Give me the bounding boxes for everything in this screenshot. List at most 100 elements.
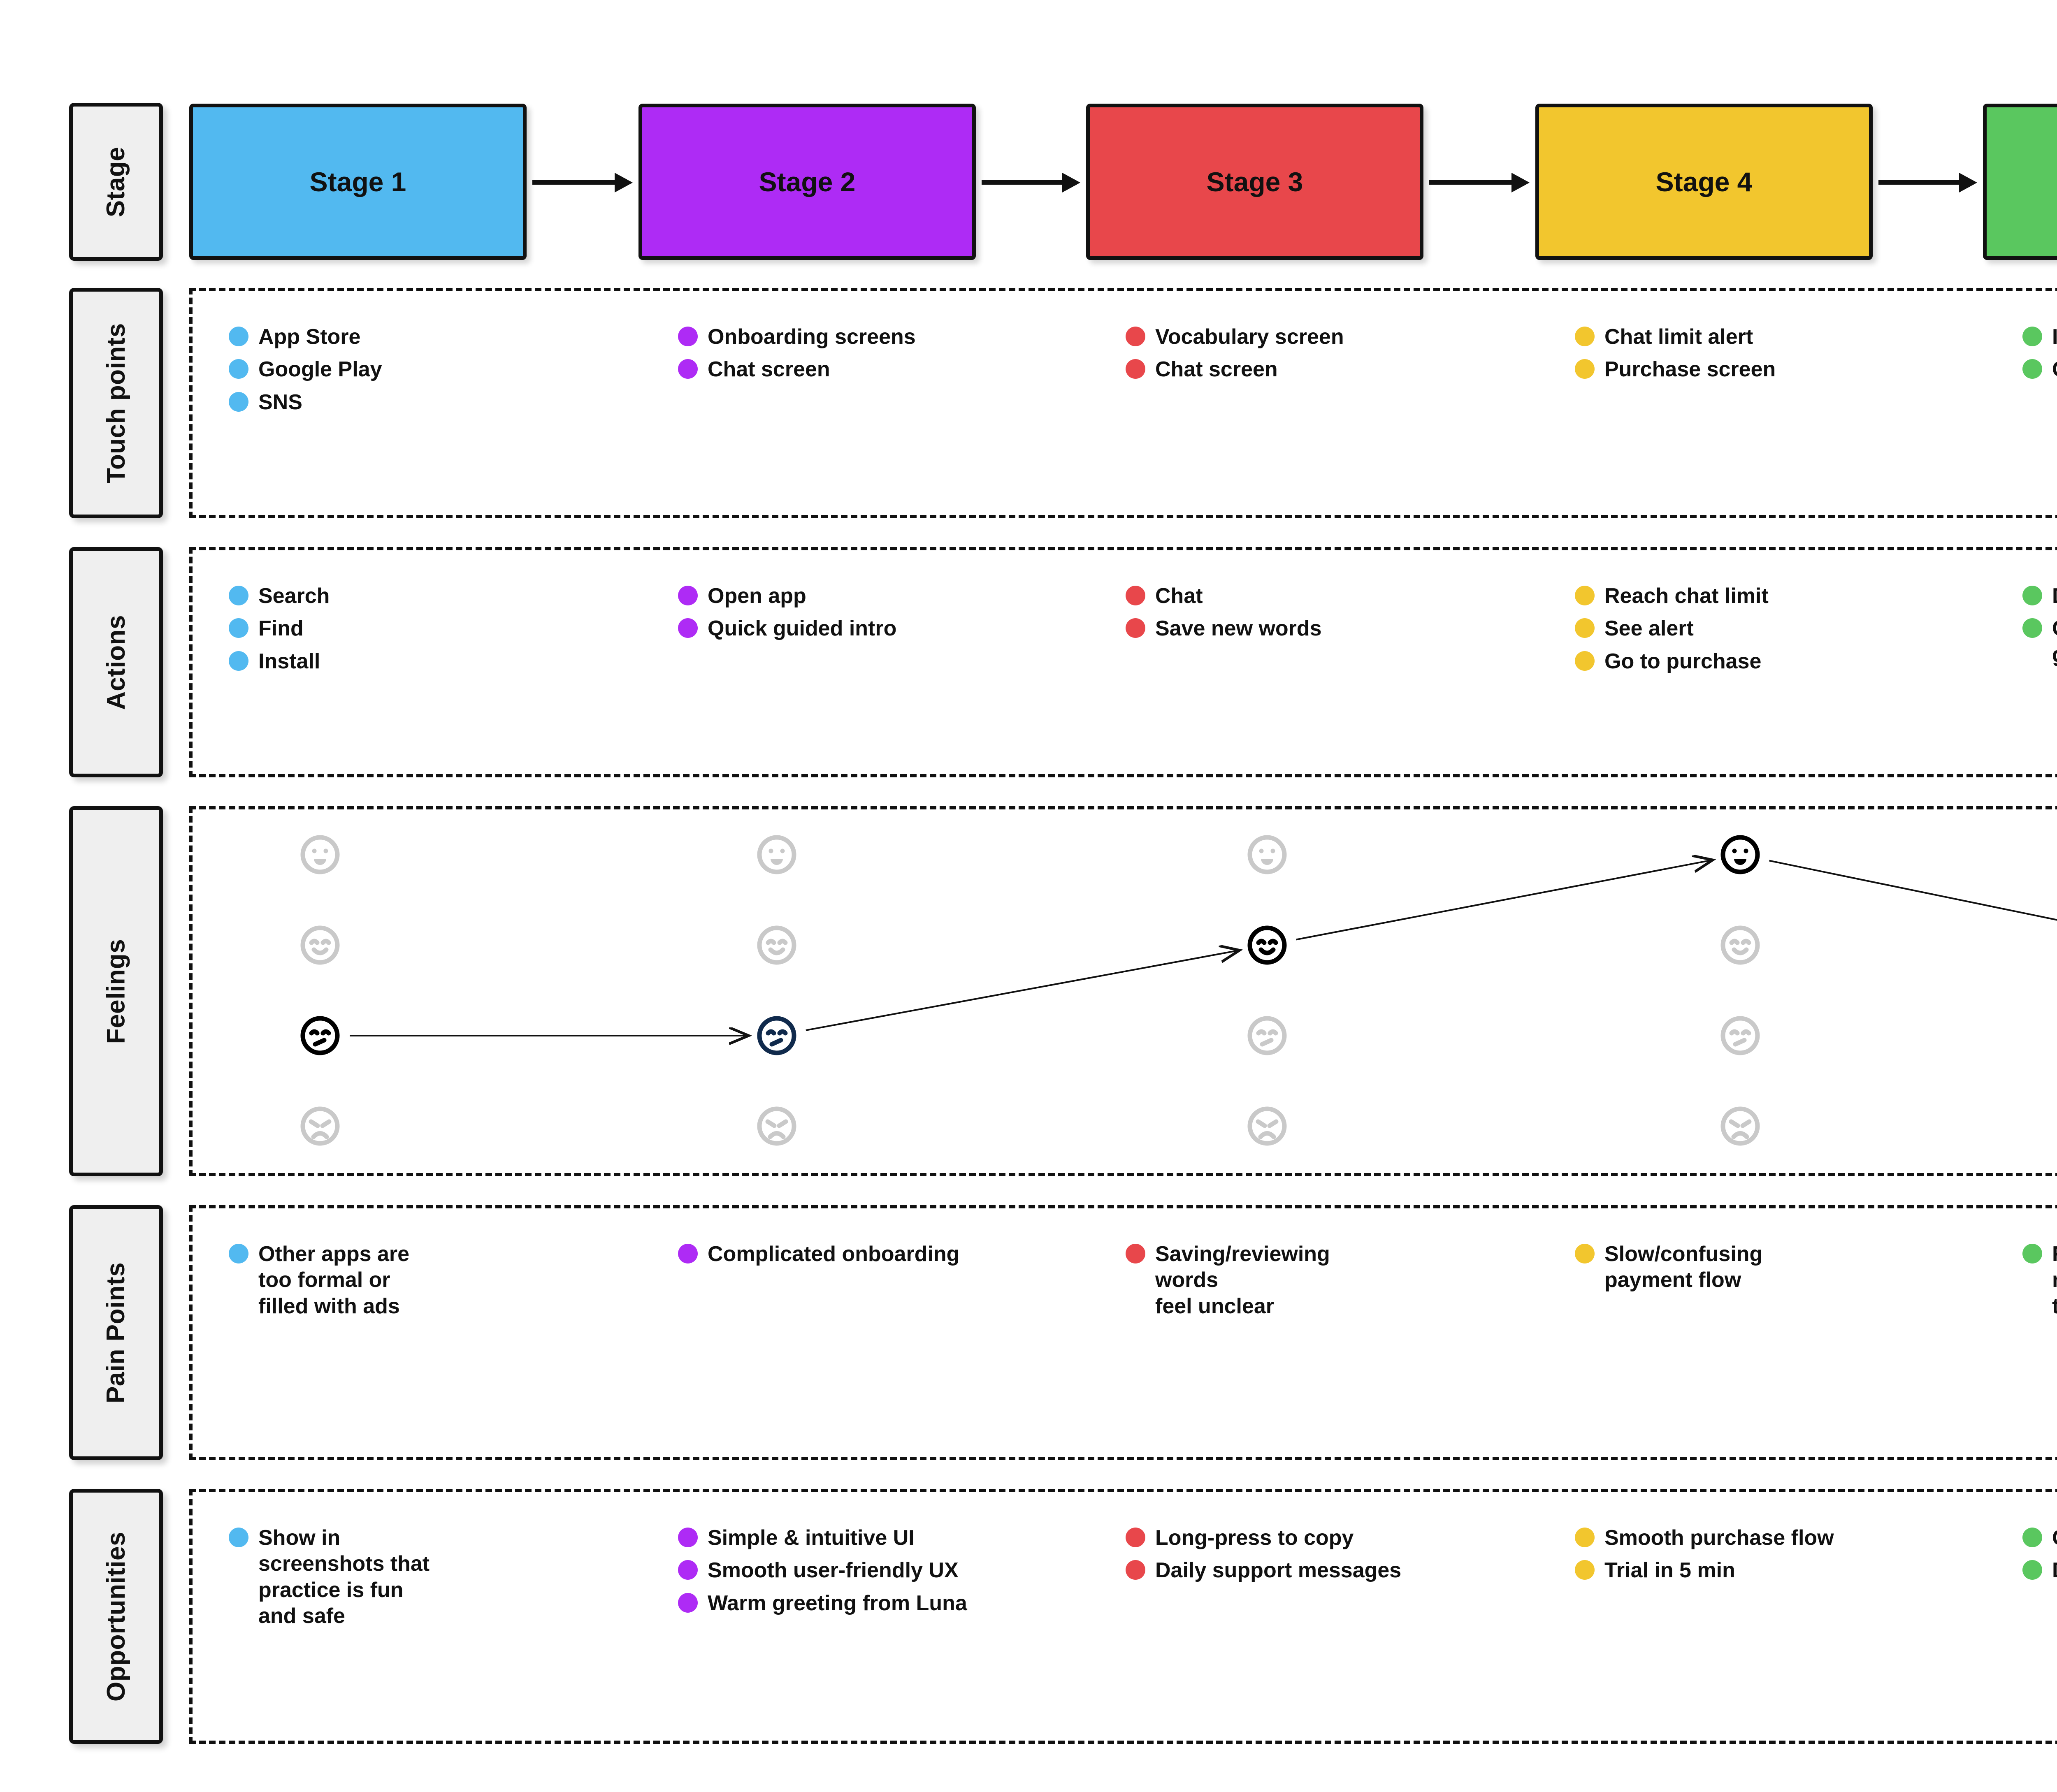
bullet-dot-icon xyxy=(1126,618,1145,638)
list-item[interactable]: Warm greeting from Luna xyxy=(678,1590,1094,1616)
feeling-face-smile-icon[interactable] xyxy=(755,923,799,967)
list-item[interactable]: Go to purchase xyxy=(1575,649,1990,675)
arrow-head-icon xyxy=(1062,173,1080,192)
list-item[interactable]: See alert xyxy=(1575,616,1990,642)
row-label-feelings-text: Feelings xyxy=(102,939,130,1044)
pain-points-cell-stage-1: Other apps are too formal or filled with… xyxy=(229,1241,644,1326)
list-item[interactable]: Daily support messages xyxy=(1126,1558,1541,1583)
panel-pain-points: Other apps are too formal or filled with… xyxy=(189,1205,2057,1460)
list-item[interactable]: Other apps are too formal or filled with… xyxy=(229,1241,644,1319)
list-item[interactable]: Simple & intuitive UI xyxy=(678,1525,1094,1551)
list-item[interactable]: Google Play xyxy=(229,357,644,383)
list-item[interactable]: Search xyxy=(229,583,644,609)
feeling-face-angry-icon[interactable] xyxy=(1245,1104,1289,1148)
list-item[interactable]: App Store xyxy=(229,324,644,350)
list-item-label: Slow/confusing payment flow xyxy=(1604,1242,1763,1292)
stage-box-4[interactable]: Stage 4 xyxy=(1535,104,1873,260)
feeling-face-angry-icon[interactable] xyxy=(1718,1104,1762,1148)
feeling-face-happy-icon[interactable] xyxy=(298,833,342,876)
list-item[interactable]: Daily chat xyxy=(2022,583,2057,609)
list-item[interactable]: Check progress graphs xyxy=(2022,616,2057,668)
list-item-label: Chat xyxy=(1155,584,1203,608)
list-item[interactable]: Slow/confusing payment flow xyxy=(1575,1241,1990,1294)
list-item-label: Onboarding screens xyxy=(708,325,916,349)
list-item-label: Simple & intuitive UI xyxy=(708,1526,915,1550)
list-item-label: Check progress graphs xyxy=(2052,616,2057,668)
list-item[interactable]: Reach chat limit xyxy=(1575,583,1990,609)
list-item-label: Trial in 5 min xyxy=(1604,1558,1735,1583)
feeling-face-neutral-icon[interactable] xyxy=(298,1014,342,1057)
feeling-face-happy-icon[interactable] xyxy=(1718,833,1762,876)
stage-box-label: Stage 2 xyxy=(759,167,856,197)
list-item[interactable]: Gamification xyxy=(2022,1525,2057,1551)
stage-box-2[interactable]: Stage 2 xyxy=(638,104,976,260)
list-item[interactable]: Find xyxy=(229,616,644,642)
bullet-dot-icon xyxy=(678,586,698,605)
bullet-dot-icon xyxy=(1126,1244,1145,1263)
feeling-face-angry-icon[interactable] xyxy=(298,1104,342,1148)
list-item[interactable]: Chat screen xyxy=(678,357,1094,383)
list-item[interactable]: Purchase screen xyxy=(1575,357,1990,383)
bullet-dot-icon xyxy=(2022,1528,2042,1547)
stage-box-1[interactable]: Stage 1 xyxy=(189,104,527,260)
list-item[interactable]: Risk of losing motivation over time xyxy=(2022,1241,2057,1319)
list-item[interactable]: Smooth user-friendly UX xyxy=(678,1558,1094,1583)
row-label-actions-text: Actions xyxy=(102,614,130,710)
list-item-label: Google Play xyxy=(258,357,382,382)
list-item[interactable]: Smooth purchase flow xyxy=(1575,1525,1990,1551)
list-item[interactable]: Long-press to copy xyxy=(1126,1525,1541,1551)
list-item-label: See alert xyxy=(1604,617,1694,641)
feeling-face-happy-icon[interactable] xyxy=(755,833,799,876)
list-item[interactable]: Save new words xyxy=(1126,616,1541,642)
stage-arrow-2-to-3 xyxy=(982,173,1080,192)
list-item[interactable]: Chat limit alert xyxy=(1575,324,1990,350)
list-item-label: App Store xyxy=(258,325,361,349)
list-item[interactable]: Open app xyxy=(678,583,1094,609)
list-item[interactable]: Complicated onboarding xyxy=(678,1241,1094,1267)
list-item[interactable]: Saving/reviewing words feel unclear xyxy=(1126,1241,1541,1319)
feeling-face-neutral-icon[interactable] xyxy=(1245,1014,1289,1057)
list-item[interactable]: Quick guided intro xyxy=(678,616,1094,642)
stage-box-5[interactable]: Stage 5 xyxy=(1983,104,2057,260)
list-item[interactable]: Install xyxy=(229,649,644,675)
list-item[interactable]: Chat xyxy=(1126,583,1541,609)
opportunities-cell-stage-5: GamificationDaily support messages xyxy=(2022,1525,2057,1590)
list-item[interactable]: Chat screen xyxy=(2022,357,2057,383)
bullet-dot-icon xyxy=(229,651,248,671)
list-item[interactable]: Show in screenshots that practice is fun… xyxy=(229,1525,644,1630)
actions-cell-stage-5: Daily chatCheck progress graphs xyxy=(2022,583,2057,675)
bullet-dot-icon xyxy=(1126,359,1145,379)
feeling-face-neutral-icon[interactable] xyxy=(1718,1014,1762,1057)
bullet-dot-icon xyxy=(229,618,248,638)
feeling-face-happy-icon[interactable] xyxy=(1245,833,1289,876)
feeling-face-angry-icon[interactable] xyxy=(755,1104,799,1148)
list-item[interactable]: Trial in 5 min xyxy=(1575,1558,1990,1583)
feeling-face-smile-icon[interactable] xyxy=(1718,923,1762,967)
feeling-face-neutral-icon[interactable] xyxy=(755,1014,799,1057)
list-item[interactable]: SNS xyxy=(229,389,644,415)
feeling-face-smile-icon[interactable] xyxy=(1245,923,1289,967)
list-item-label: SNS xyxy=(258,390,302,414)
pain-points-cell-stage-4: Slow/confusing payment flow xyxy=(1575,1241,1990,1300)
bullet-dot-icon xyxy=(678,1560,698,1580)
feeling-face-smile-icon[interactable] xyxy=(298,923,342,967)
list-item-label: Save new words xyxy=(1155,617,1322,641)
list-item[interactable]: Onboarding screens xyxy=(678,324,1094,350)
bullet-dot-icon xyxy=(1575,1244,1595,1263)
bullet-dot-icon xyxy=(1575,327,1595,346)
bullet-dot-icon xyxy=(1126,327,1145,346)
arrow-shaft xyxy=(1429,180,1511,185)
stage-box-label: Stage 4 xyxy=(1655,167,1753,197)
list-item-label: Chat screen xyxy=(1155,357,1278,382)
list-item[interactable]: Index screen xyxy=(2022,324,2057,350)
arrow-head-icon xyxy=(1511,173,1530,192)
list-item[interactable]: Daily support messages xyxy=(2022,1558,2057,1583)
list-item[interactable]: Chat screen xyxy=(1126,357,1541,383)
row-label-feelings: Feelings xyxy=(69,806,163,1176)
stage-box-3[interactable]: Stage 3 xyxy=(1086,104,1423,260)
list-item[interactable]: Vocabulary screen xyxy=(1126,324,1541,350)
